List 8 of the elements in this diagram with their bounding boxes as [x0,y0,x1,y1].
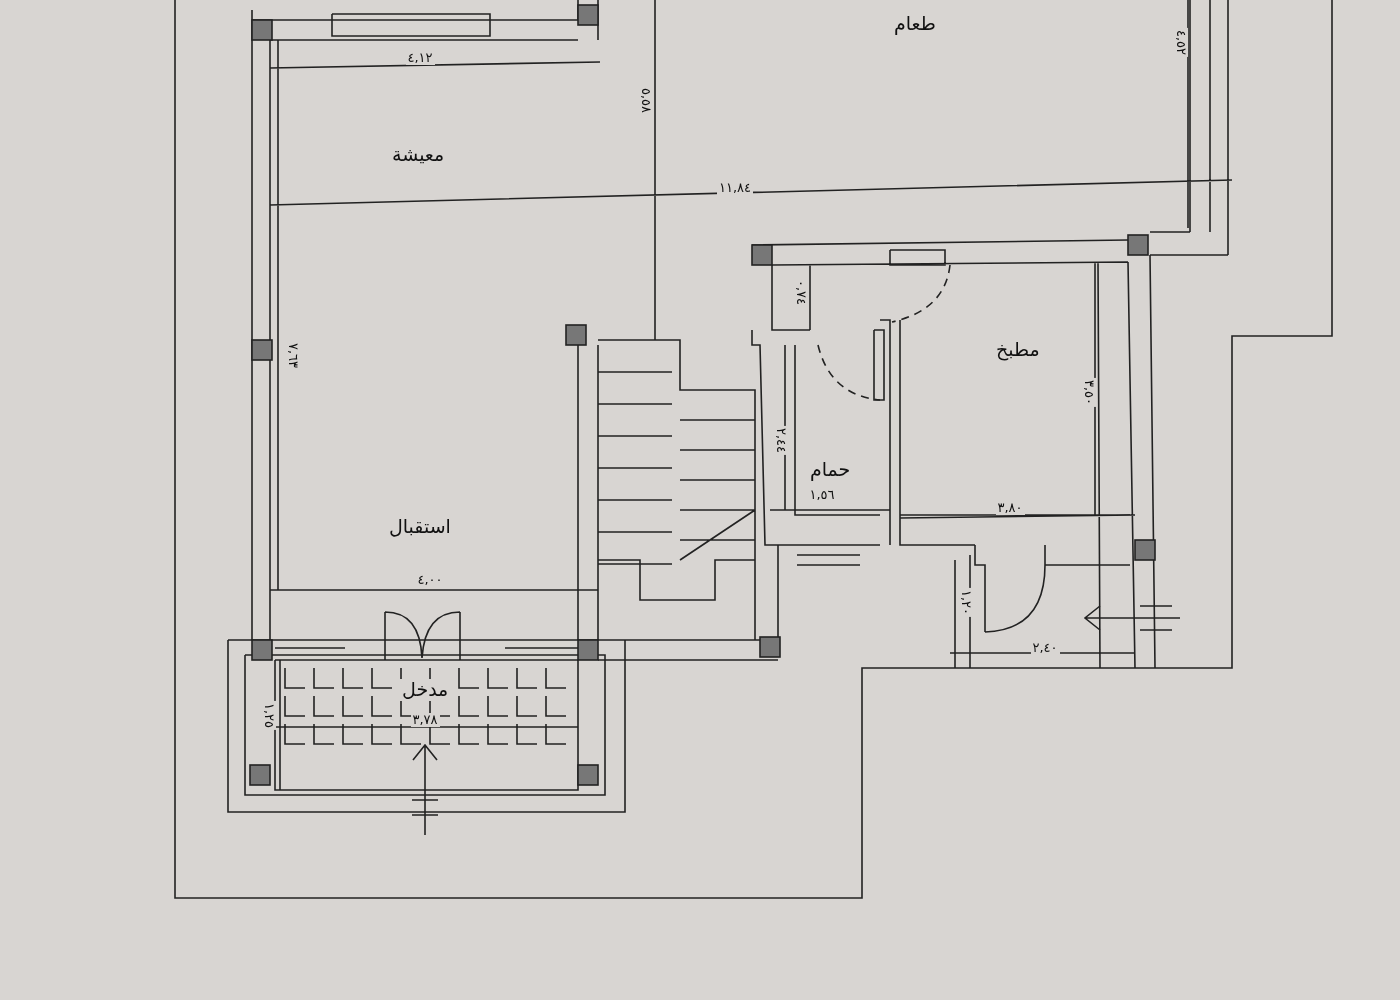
room-label: مدخل [400,679,451,701]
room-label: مطبخ [994,339,1042,361]
dimension-text: ٣,٨٠ [995,500,1025,516]
dimension-text: ٣,٧٨ [410,712,440,728]
dimension-text: ١١,٨٤ [717,180,754,196]
dimension-text: ٤,١٢ [405,50,435,66]
dimension-text: ٢,٤٠ [1030,640,1060,656]
room-label: طعام [892,13,938,35]
